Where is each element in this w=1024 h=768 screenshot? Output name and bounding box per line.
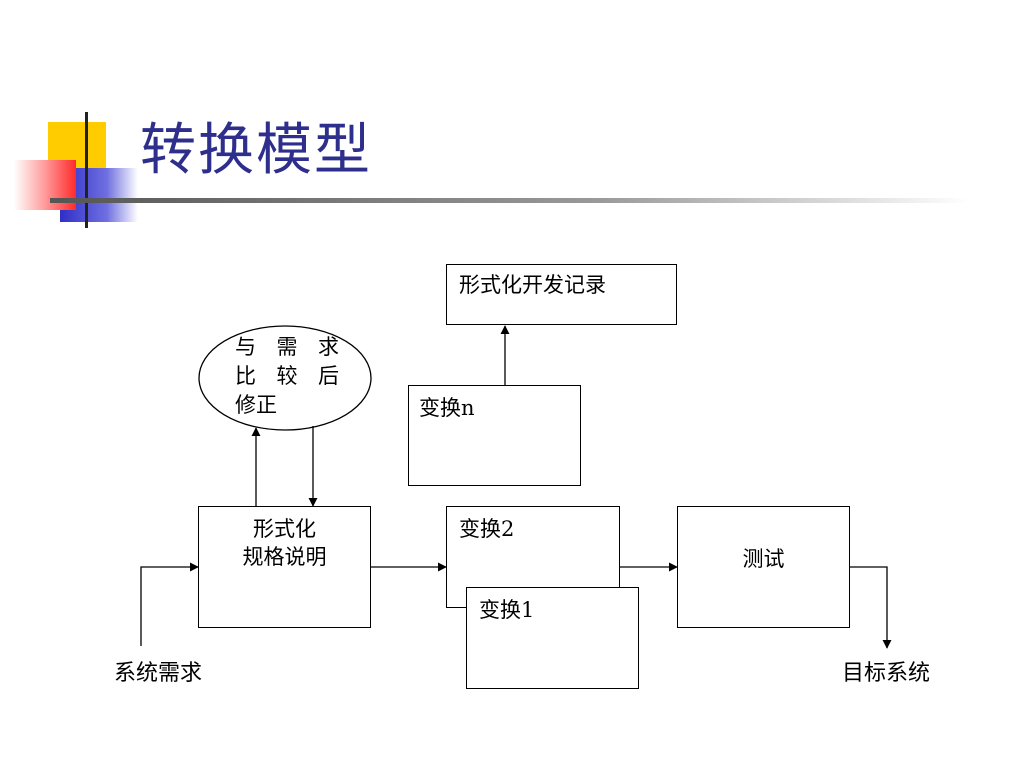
formal-spec-box: 形式化 规格说明 bbox=[198, 506, 371, 628]
oval-char: 比 bbox=[235, 364, 256, 388]
page-title: 转换模型 bbox=[140, 118, 372, 183]
output-target-label: 目标系统 bbox=[842, 661, 931, 686]
transform-n-box: 变换n bbox=[408, 385, 581, 486]
dev-record-box: 形式化开发记录 bbox=[446, 264, 677, 325]
test-box: 测试 bbox=[677, 506, 850, 628]
oval-char: 后 bbox=[318, 364, 339, 388]
deco-vertical-line bbox=[85, 112, 88, 228]
input-requirements-label: 系统需求 bbox=[114, 661, 203, 686]
transform-1-label: 变换1 bbox=[479, 598, 535, 622]
oval-row3: 修正 bbox=[235, 393, 277, 417]
revision-oval-text: 与 需 求 比 较 后 修正 bbox=[235, 333, 339, 420]
formal-spec-line1: 形式化 bbox=[253, 517, 316, 541]
transform-2-label: 变换2 bbox=[459, 517, 515, 541]
arrow-requirements-to-spec bbox=[140, 562, 199, 646]
transform-n-label: 变换n bbox=[419, 396, 475, 420]
oval-char: 较 bbox=[276, 364, 298, 388]
oval-char: 求 bbox=[318, 335, 339, 359]
oval-char: 与 bbox=[235, 335, 256, 359]
title-underline bbox=[50, 198, 970, 203]
dev-record-label: 形式化开发记录 bbox=[459, 273, 606, 297]
arrow-test-to-target bbox=[850, 566, 892, 649]
transform-1-box: 变换1 bbox=[466, 587, 639, 689]
test-label: 测试 bbox=[742, 547, 785, 571]
formal-spec-line2: 规格说明 bbox=[242, 545, 327, 569]
revision-oval-shape bbox=[198, 325, 372, 431]
oval-char: 需 bbox=[276, 335, 298, 359]
